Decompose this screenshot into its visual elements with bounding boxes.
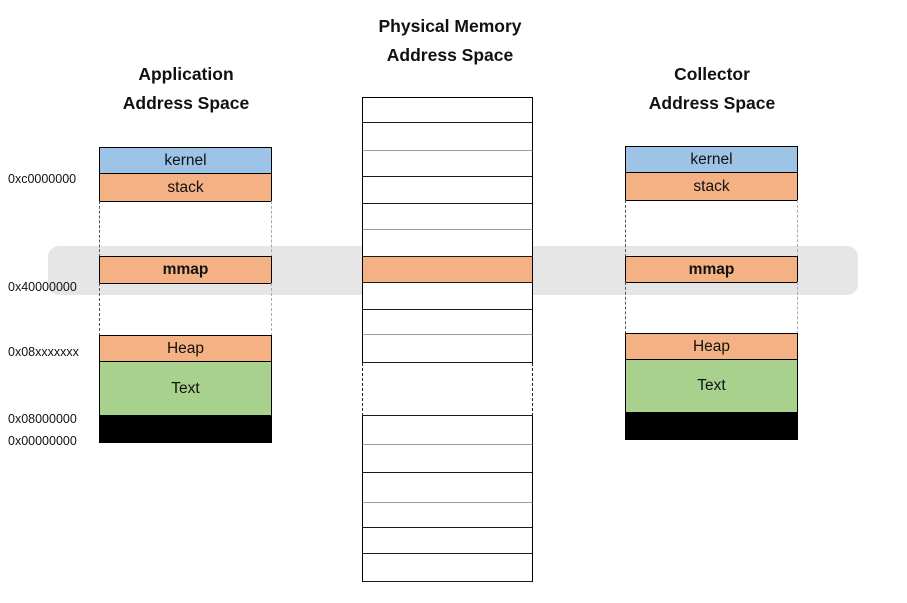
address-label-0x00000000: 0x00000000 (8, 434, 77, 448)
application-segment-base (99, 415, 272, 443)
collector-segment-label-kernel: kernel (690, 150, 733, 168)
collector-segment-label-heap: Heap (692, 337, 731, 355)
collector-segment-gap-mmap-heap (625, 282, 798, 334)
collector-title-line1: Collector (674, 64, 750, 84)
physical-title-line1: Physical Memory (378, 16, 522, 36)
physical-frame-9 (362, 310, 533, 335)
physical-frame-4 (362, 177, 533, 204)
address-label-0x08000000: 0x08000000 (8, 412, 77, 426)
collector-segment-gap-stack-mmap (625, 200, 798, 257)
physical-frame-11 (362, 416, 533, 445)
application-segment-kernel: kernel (99, 147, 272, 174)
physical-frame-3 (362, 151, 533, 177)
collector-segment-text: Text (625, 359, 798, 413)
collector-segment-heap: Heap (625, 333, 798, 360)
physical-frame-1 (362, 97, 533, 123)
collector-segment-label-text: Text (697, 377, 726, 394)
collector-column-title: Collector Address Space (649, 60, 775, 118)
physical-frame-mmap (362, 257, 533, 283)
physical-frame-5 (362, 204, 533, 230)
physical-frame-15 (362, 528, 533, 554)
collector-title-line2: Address Space (648, 93, 776, 113)
physical-frame-13 (362, 473, 533, 503)
collector-segment-label-stack: stack (693, 177, 730, 195)
application-segment-stack: stack (99, 173, 272, 202)
physical-frame-14 (362, 503, 533, 528)
address-label-0xc0000000: 0xc0000000 (8, 172, 77, 186)
application-segment-label-kernel: kernel (164, 151, 207, 169)
address-label-0x08xxxxxxx: 0x08xxxxxxx (8, 345, 79, 359)
application-segment-label-mmap: mmap (162, 261, 209, 278)
application-segment-text: Text (99, 361, 272, 416)
application-segment-label-stack: stack (167, 178, 204, 196)
physical-frame-12 (362, 445, 533, 473)
physical-memory-column-title: Physical Memory Address Space (379, 12, 522, 70)
application-segment-label-text: Text (171, 379, 200, 397)
application-title-line1: Application (138, 64, 234, 84)
collector-segment-mmap: mmap (625, 256, 798, 283)
address-label-0x40000000: 0x40000000 (8, 280, 77, 294)
collector-segment-kernel: kernel (625, 146, 798, 173)
physical-elided-gap (362, 363, 533, 416)
physical-frame-6 (362, 230, 533, 257)
physical-frame-8 (362, 283, 533, 310)
physical-frame-16 (362, 554, 533, 582)
physical-frame-2 (362, 123, 533, 151)
collector-segment-base (625, 412, 798, 440)
application-segment-mmap: mmap (99, 256, 272, 284)
collector-segment-stack: stack (625, 172, 798, 201)
physical-title-line2: Address Space (386, 45, 514, 65)
physical-frame-10 (362, 335, 533, 363)
physical-memory-address-space-column (362, 0, 533, 603)
collector-segment-label-mmap: mmap (688, 260, 735, 278)
application-title-line2: Address Space (122, 93, 250, 113)
application-segment-heap: Heap (99, 335, 272, 362)
application-segment-label-heap: Heap (166, 339, 205, 357)
application-column-title: Application Address Space (123, 60, 249, 118)
application-segment-gap-mmap-heap (99, 283, 272, 336)
application-segment-gap-stack-mmap (99, 201, 272, 257)
